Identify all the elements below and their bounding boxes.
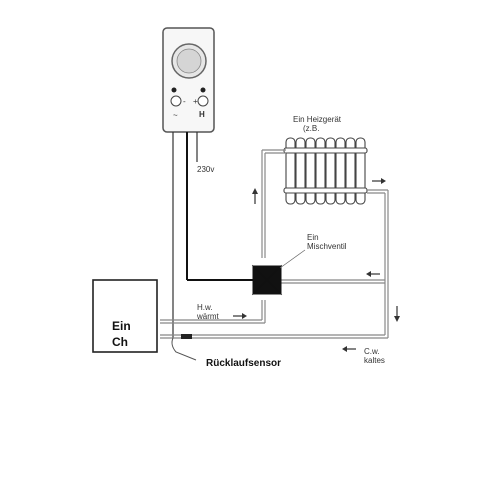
sensor-leader xyxy=(171,337,197,361)
right-dial-label: H xyxy=(199,110,205,119)
boiler-label-line1: Ein xyxy=(112,319,131,333)
radiator-label-line1: Ein Heizgerät xyxy=(293,115,342,124)
valve-top-triangle xyxy=(251,265,283,281)
plus-label: + xyxy=(193,97,198,106)
boiler-label-line2: Ch xyxy=(112,335,128,349)
indicator-led-right xyxy=(200,87,206,93)
minus-label: - xyxy=(183,97,186,106)
indicator-led-left xyxy=(171,87,177,93)
mixing-valve xyxy=(251,264,283,296)
controller-unit: - + ~ H xyxy=(162,27,215,133)
radiator xyxy=(283,137,368,205)
valve-label-leader xyxy=(279,249,306,269)
hot-water-label-line1: H.w. xyxy=(197,303,213,312)
left-dial-label: ~ xyxy=(173,111,178,120)
return-sensor xyxy=(181,334,192,339)
right-dial-knob[interactable] xyxy=(197,95,209,107)
voltage-label: 230v xyxy=(197,165,214,174)
cold-water-label-line1: C.w. xyxy=(364,347,380,356)
cold-water-label-line2: kaltes xyxy=(364,356,385,365)
radiator-label-line2: (z.B. xyxy=(303,124,319,133)
sensor-label: Rücklaufsensor xyxy=(206,358,281,369)
valve-bottom-triangle xyxy=(251,279,283,295)
boiler-box xyxy=(92,279,158,353)
controller-wires xyxy=(172,132,253,338)
valve-label-line2: Mischventil xyxy=(307,242,347,251)
pipes xyxy=(160,149,389,339)
valve-label-line1: Ein xyxy=(307,233,319,242)
hot-water-label-line2: wärmt xyxy=(196,312,220,321)
speaker-grille xyxy=(176,48,202,74)
flow-arrows xyxy=(233,178,400,352)
left-dial-knob[interactable] xyxy=(170,95,182,107)
